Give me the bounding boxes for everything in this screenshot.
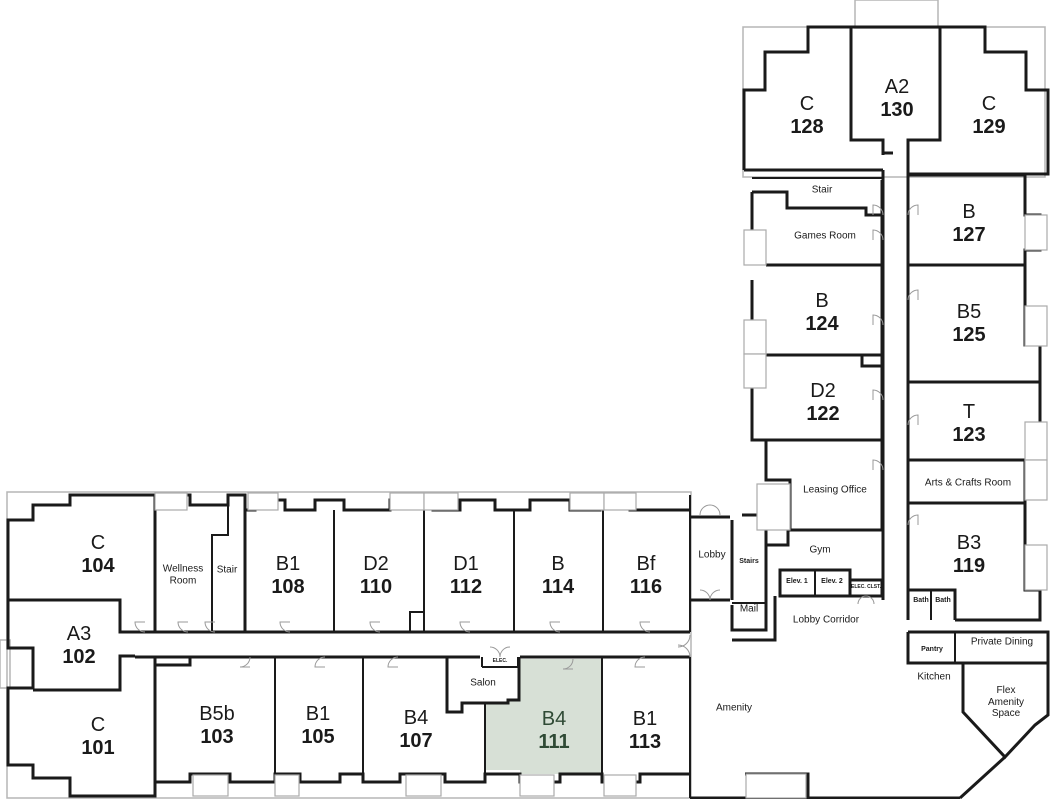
unit-number: 101 [81,737,115,759]
room-stair-north: Stair [811,184,833,196]
unit-number: 111 [538,731,570,753]
room-mail: Mail [739,603,759,615]
room-elec-west: ELEC. [492,658,508,665]
room-elevator-1: Elev. 1 [786,577,808,585]
room-games-room: Games Room [794,230,856,242]
room-lobby: Lobby [698,549,726,561]
room-kitchen: Kitchen [917,671,951,683]
unit-111-fill [485,659,602,774]
unit-type: C [90,714,106,736]
room-elevator-2: Elev. 2 [821,577,843,585]
unit-number: 112 [449,576,483,598]
room-gym: Gym [809,544,831,556]
unit-type: D1 [453,553,479,575]
unit-type: D2 [363,553,389,575]
room-flex-amenity-space: Flex Amenity Space [987,684,1025,719]
unit-type: B3 [956,532,982,554]
unit-number: 125 [952,324,986,346]
unit-type: C [799,93,815,115]
room-lobby-corridor: Lobby Corridor [792,614,860,626]
unit-number: 130 [880,99,914,121]
unit-number: 105 [301,726,335,748]
room-stair-west: Stair [216,564,238,576]
unit-type: B1 [305,703,331,725]
unit-type: A3 [66,623,92,645]
room-wellness-room: Wellness Room [162,563,204,587]
room-elec-closet: ELEC. CLST. [850,584,882,591]
unit-number: 110 [359,576,393,598]
room-bath-1: Bath [913,596,929,604]
unit-type: B1 [275,553,301,575]
unit-type: A2 [884,76,910,98]
door-swings [134,204,919,670]
room-pantry: Pantry [921,645,943,653]
room-stairs-lobby: Stairs [739,557,759,565]
unit-type: B1 [632,708,658,730]
unit-type: B [962,201,976,223]
unit-type: C [90,532,106,554]
room-bath-2: Bath [935,596,951,604]
unit-type: B4 [541,708,567,730]
room-leasing-office: Leasing Office [803,484,867,496]
unit-type: B [815,290,829,312]
unit-number: 116 [629,576,663,598]
north-wing-walls [690,25,1050,799]
room-salon: Salon [470,677,496,689]
unit-type: B5b [199,703,235,725]
room-arts-crafts: Arts & Crafts Room [924,477,1012,489]
unit-type: D2 [810,380,836,402]
unit-number: 104 [81,555,115,577]
unit-number: 128 [790,116,824,138]
unit-type: B [551,553,565,575]
unit-number: 119 [952,555,986,577]
west-wing-walls [6,492,691,798]
unit-number: 103 [200,726,234,748]
unit-number: 127 [952,224,986,246]
room-private-dining: Private Dining [970,636,1034,648]
unit-number: 123 [952,424,986,446]
unit-number: 122 [806,403,840,425]
unit-number: 124 [805,313,839,335]
center-walls [690,180,884,642]
unit-number: 108 [271,576,305,598]
room-amenity: Amenity [715,702,753,714]
unit-number: 102 [62,646,96,668]
unit-number: 113 [628,731,662,753]
unit-type: C [981,93,997,115]
unit-number: 114 [541,576,575,598]
unit-type: B5 [956,301,982,323]
unit-type: T [962,401,976,423]
unit-type: Bf [636,553,656,575]
unit-number: 107 [399,730,433,752]
unit-number: 129 [972,116,1006,138]
unit-type: B4 [403,707,429,729]
